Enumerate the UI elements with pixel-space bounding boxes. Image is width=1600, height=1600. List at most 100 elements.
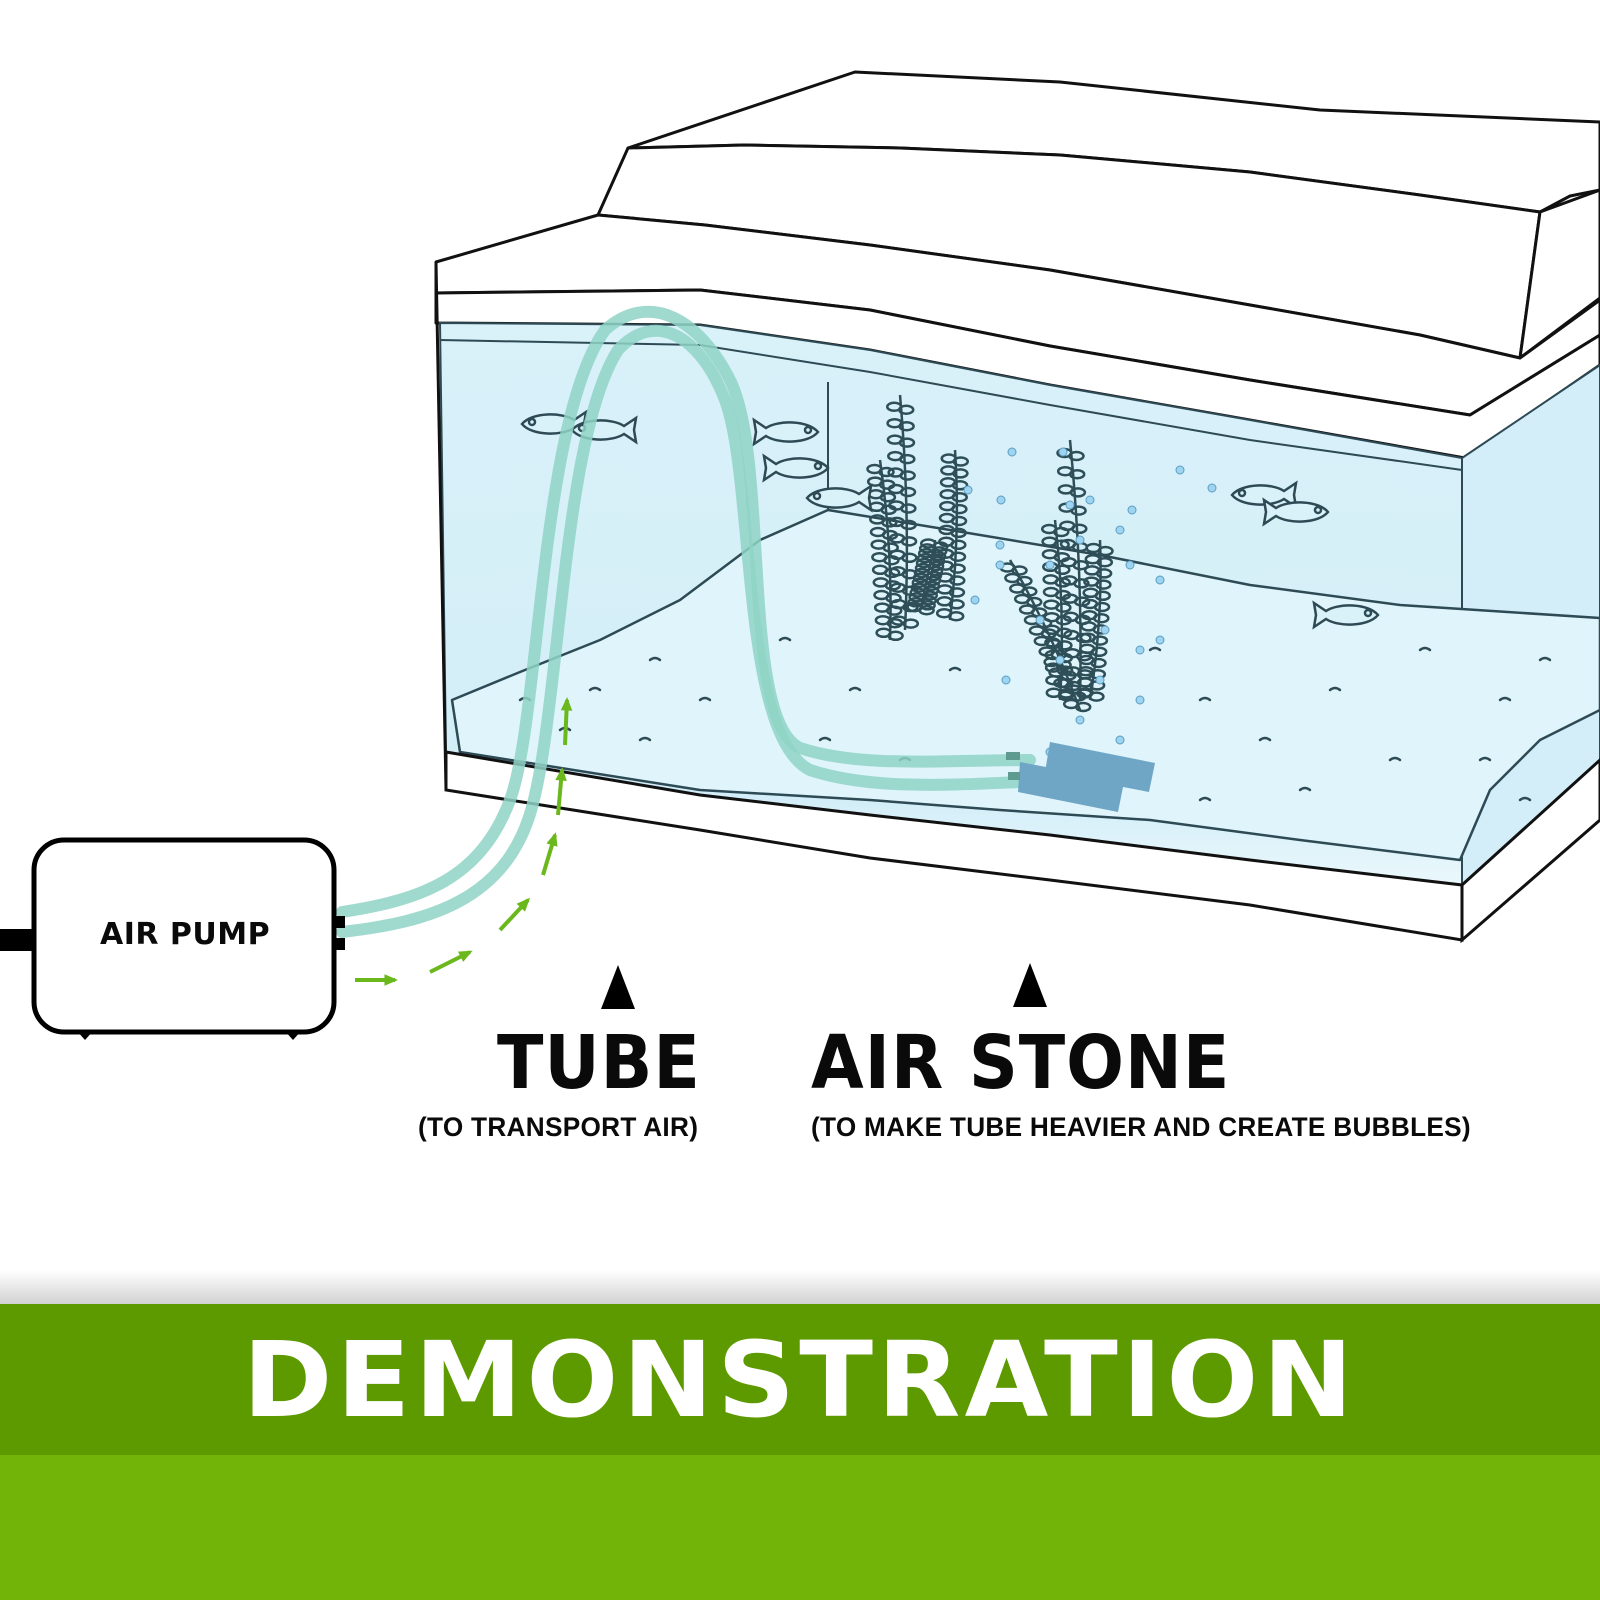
plant-leaf bbox=[951, 503, 968, 515]
fish-icon bbox=[1230, 480, 1298, 510]
banner-title: DEMONSTRATION bbox=[242, 1318, 1358, 1441]
plant-leaf bbox=[899, 470, 916, 481]
bubble-icon bbox=[1175, 465, 1185, 475]
plant-leaf bbox=[1072, 559, 1089, 571]
plant-leaf bbox=[918, 604, 935, 616]
plant-stem bbox=[935, 449, 969, 622]
plant-leaf bbox=[1074, 701, 1092, 713]
plant-leaf bbox=[879, 491, 897, 503]
air-tube bbox=[336, 305, 1036, 938]
plant-leaf bbox=[1053, 526, 1070, 538]
plant-leaf bbox=[885, 605, 903, 616]
plant-leaf bbox=[1090, 657, 1107, 669]
bubble-icon bbox=[963, 485, 973, 495]
bubble-icon bbox=[1035, 615, 1045, 625]
plant-leaf bbox=[898, 404, 915, 415]
plant-leaf bbox=[1055, 614, 1072, 626]
plant-leaf bbox=[885, 592, 902, 604]
air-stone-top bbox=[1045, 742, 1155, 792]
plant-leaf bbox=[1093, 612, 1110, 624]
plant-leaf bbox=[951, 480, 969, 491]
bubble-icon bbox=[1075, 535, 1085, 545]
outlet-bottom bbox=[333, 938, 345, 950]
plant-leaf bbox=[886, 617, 904, 629]
plant-leaf bbox=[950, 539, 967, 551]
plant-leaf bbox=[1069, 487, 1087, 498]
bubble-icon bbox=[1100, 625, 1110, 635]
plant-leaf bbox=[1088, 691, 1105, 702]
plant-leaf bbox=[1057, 690, 1075, 702]
air-stone-description: (TO MAKE TUBE HEAVIER AND CREATE BUBBLES… bbox=[811, 1112, 1471, 1142]
plant-stem bbox=[866, 459, 904, 642]
bubble-icon bbox=[1058, 447, 1068, 457]
plant-stem bbox=[1041, 519, 1075, 702]
bubble-icon bbox=[1045, 560, 1055, 570]
plant-leaf bbox=[1097, 545, 1114, 557]
tank-base-side bbox=[1460, 757, 1600, 944]
bubble-icon bbox=[1115, 525, 1125, 535]
power-cord bbox=[0, 929, 36, 951]
bubble-icon bbox=[1135, 645, 1145, 655]
plant-leaf bbox=[901, 552, 918, 564]
plant-leaf bbox=[1071, 523, 1088, 535]
banner-shadow bbox=[0, 1270, 1600, 1304]
plant-leaf bbox=[949, 563, 966, 574]
plant-leaf bbox=[1054, 577, 1071, 588]
plant-leaf bbox=[952, 456, 969, 467]
bubble-icon bbox=[1075, 715, 1085, 725]
plant-leaf bbox=[1053, 551, 1071, 563]
air-stone bbox=[1006, 742, 1155, 812]
air-bubbles bbox=[963, 447, 1217, 760]
plant-leaf bbox=[1096, 556, 1114, 568]
plant-leaf bbox=[1091, 635, 1109, 646]
pump-foot-left bbox=[76, 1030, 94, 1040]
bubble-icon bbox=[1135, 695, 1145, 705]
plant-leaf bbox=[1056, 665, 1074, 676]
bubble-icon bbox=[1095, 675, 1105, 685]
air-pump-label: AIR PUMP bbox=[100, 917, 271, 952]
fish-icon bbox=[762, 453, 830, 483]
plant-leaf bbox=[1073, 578, 1090, 589]
bubble-icon bbox=[1001, 675, 1011, 685]
bubble-icon bbox=[970, 595, 980, 605]
fish-icon bbox=[752, 417, 820, 447]
air-pump-body bbox=[31, 837, 337, 1035]
plant-leaf bbox=[1094, 590, 1111, 602]
bubble-icon bbox=[1007, 447, 1017, 457]
bubble-icon bbox=[1207, 483, 1217, 493]
bubble-icon bbox=[1115, 735, 1125, 745]
plant-leaf bbox=[1056, 640, 1073, 651]
plant-leaf bbox=[900, 519, 917, 531]
flow-arrow-icon bbox=[498, 897, 531, 932]
plant-leaf bbox=[881, 529, 899, 541]
flow-arrow-icon bbox=[555, 767, 567, 816]
air-stone-pointer-icon bbox=[1013, 963, 1047, 1007]
plant-leaf bbox=[1016, 575, 1033, 587]
bubble-icon bbox=[1125, 560, 1135, 570]
plant-leaf bbox=[949, 575, 966, 586]
pump-foot-right bbox=[284, 1030, 302, 1040]
bubble-icon bbox=[1155, 635, 1165, 645]
plant-leaf bbox=[1070, 505, 1087, 516]
outlet-top bbox=[333, 916, 345, 928]
plant-leaf bbox=[1053, 539, 1070, 550]
plant-leaf bbox=[948, 587, 966, 598]
bubble-icon bbox=[1155, 575, 1165, 585]
plant-leaf bbox=[950, 527, 967, 539]
plant-leaf bbox=[883, 554, 900, 566]
plant-leaf bbox=[1055, 627, 1073, 639]
water-surface-line bbox=[439, 339, 1463, 471]
flow-arrows bbox=[355, 697, 573, 986]
plant-leaf bbox=[1068, 468, 1086, 480]
plant-leaf bbox=[898, 420, 915, 432]
tube-inner bbox=[336, 324, 1026, 938]
fish-group bbox=[520, 409, 1380, 630]
tube-pointer-icon bbox=[601, 965, 635, 1009]
bubble-icon bbox=[995, 560, 1005, 570]
plant-leaf bbox=[1011, 565, 1028, 576]
plant-leaf bbox=[1095, 579, 1112, 590]
plant-leaf bbox=[882, 542, 899, 553]
plant-leaf bbox=[1025, 596, 1043, 608]
plant-leaf bbox=[952, 468, 969, 479]
bubble-icon bbox=[996, 495, 1006, 505]
